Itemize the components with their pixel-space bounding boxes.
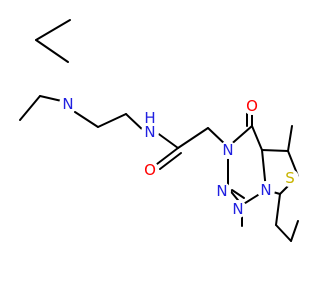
ethyl1-bond-1 [35,19,71,41]
molecule-structure: N N H O O N N N N [19,19,299,242]
pyrrole-bond-1 [261,149,289,152]
propyl-bond-1 [97,113,127,128]
amine-nitrogen-atom: N [59,95,77,113]
ring-oxygen-atom: O [243,97,261,115]
thiophene-bond-1 [275,193,281,226]
ring-nitrogen-upper-label: N [222,141,233,159]
amide-hydrogen-label: H [144,109,155,127]
ethyl1-bond-2 [35,39,69,63]
thiophene-sulfur-atom: S [281,169,299,187]
ring-nitrogen-lower-atom: N [229,200,247,218]
amide-carbonyl-double-bond [159,152,182,170]
amide-carbonyl-bond [156,147,179,165]
amide-oxygen-atom: O [141,161,159,179]
thiophene-bond-3 [290,220,299,242]
amine-to-propyl-bond [74,111,99,128]
ring-nitrogen-bridge-atom: N [257,181,275,199]
ring-nitrogen-left-label: N [216,182,227,200]
amide-nitrogen-label: N [144,123,155,141]
ring-nitrogen-bridge-label: N [260,181,271,199]
ring-c-to-n-double-bond [231,189,245,199]
amide-nitrogen-atom: N H [141,109,159,141]
pyrrole-methyl-bond [287,125,293,152]
ring-nitrogen-left-atom: N [213,182,231,200]
bonds [19,19,299,242]
atoms: N N H O O N N N N [59,95,299,218]
amide-n-bond [155,131,179,149]
ring-nitrogen-upper-atom: N [219,141,237,159]
ring-nitrogen-lower-label: N [232,200,243,218]
ring-carbonyl-to-pyrrole-bond [251,125,263,151]
ring-oxygen-label: O [246,97,258,115]
amine-nitrogen-label: N [62,95,73,113]
thiophene-sulfur-label: S [285,169,295,187]
thiophene-bond-2 [275,224,292,242]
amide-to-methylene-bond [177,127,209,149]
ethyl2-bond-1 [19,95,41,121]
amide-oxygen-label: O [144,161,156,179]
